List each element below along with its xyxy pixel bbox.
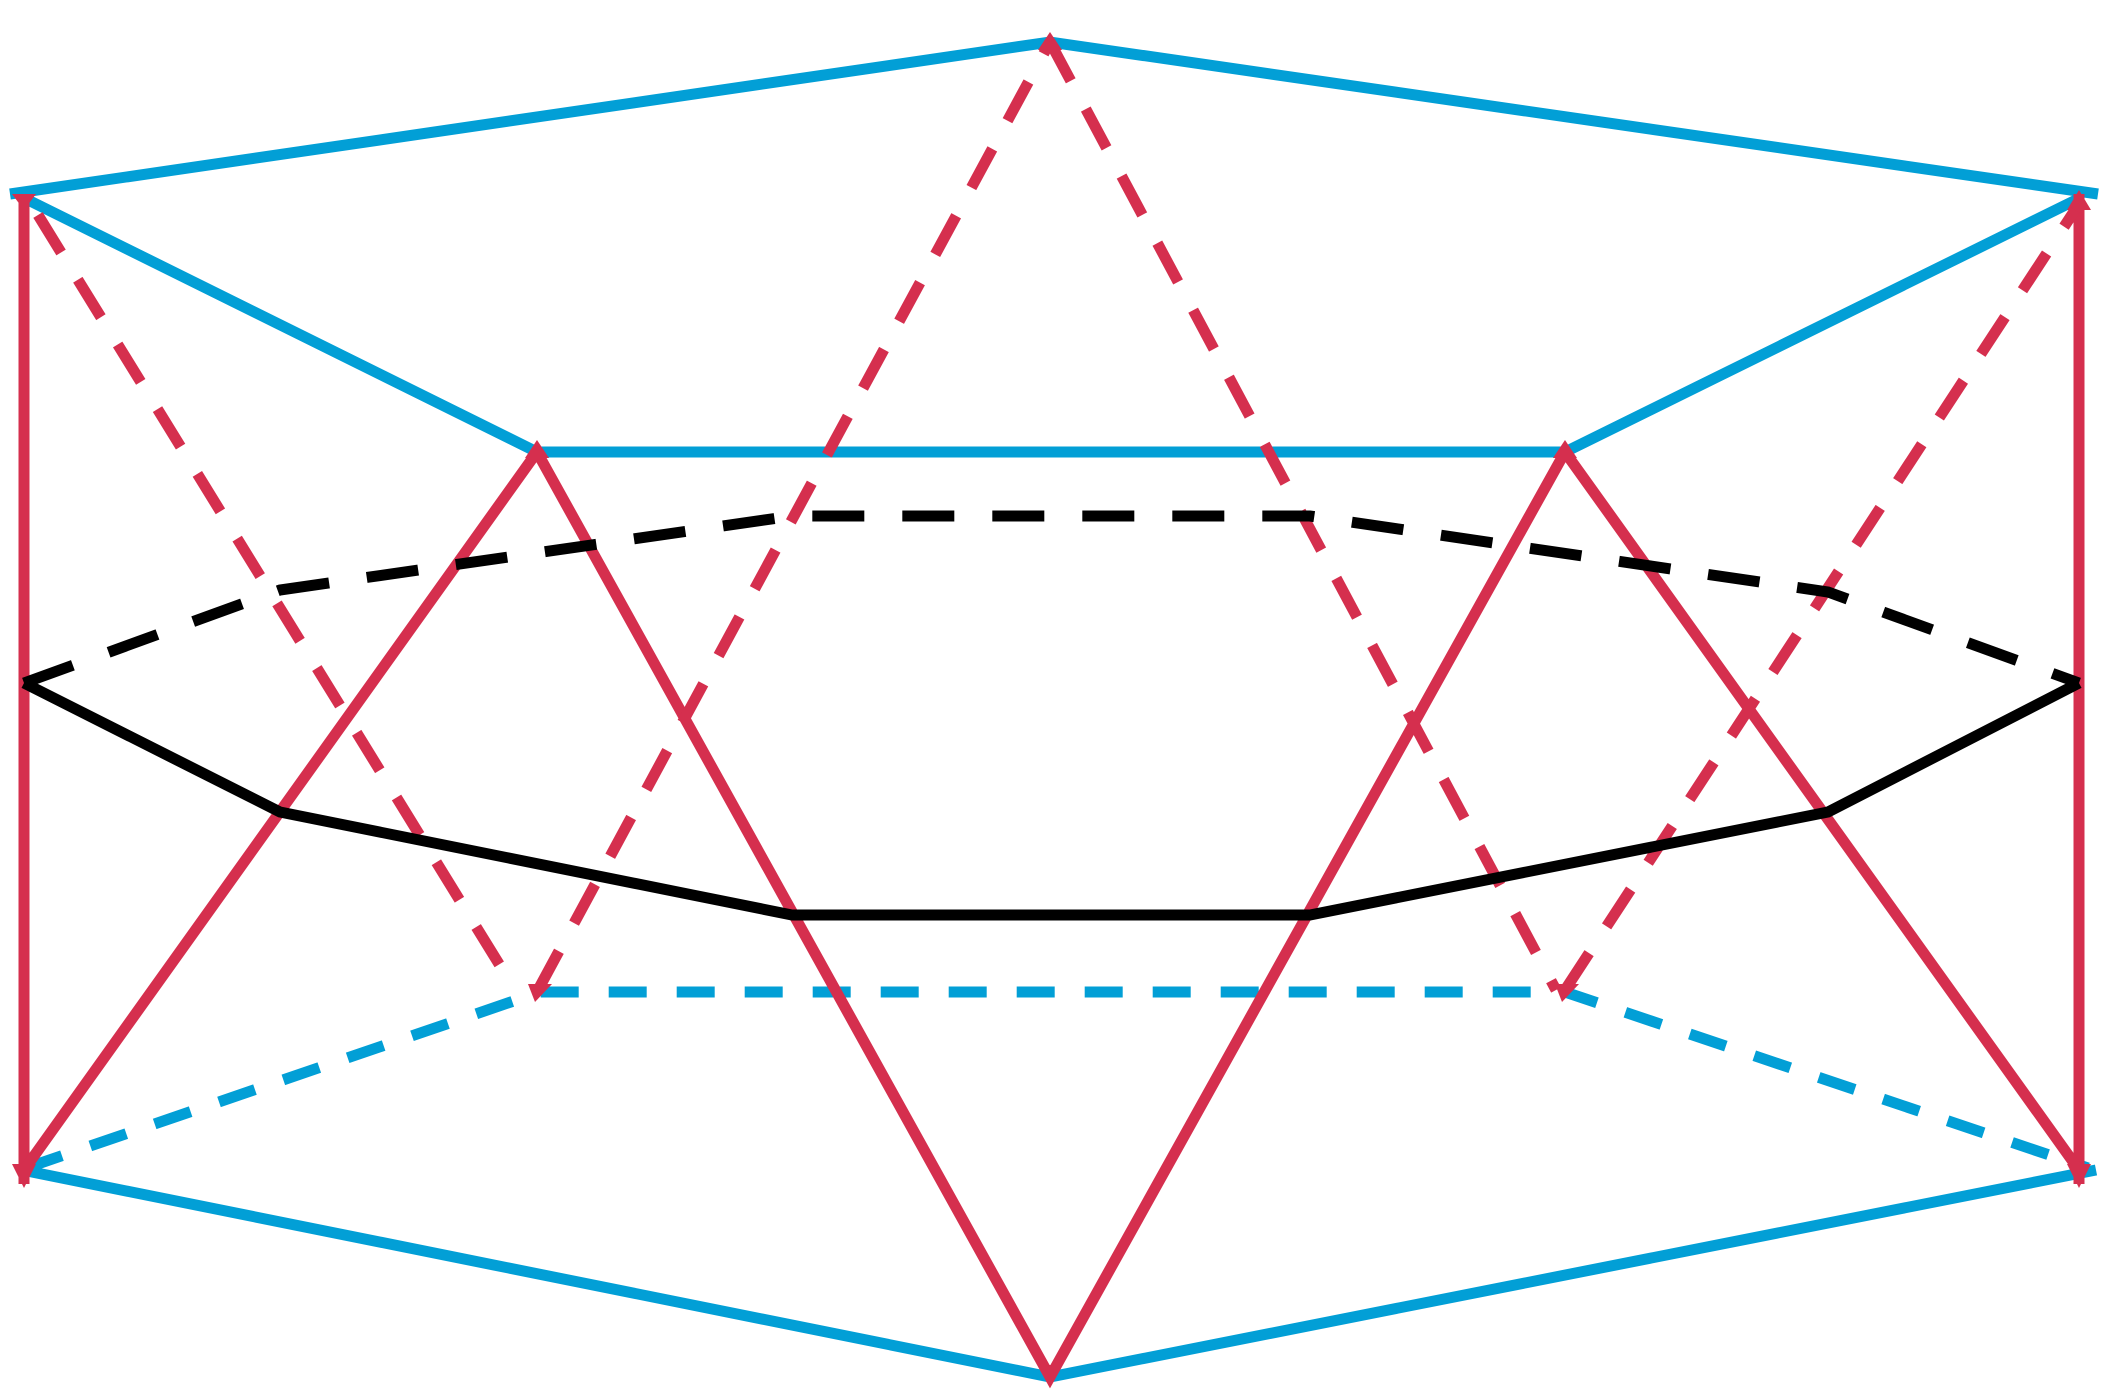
hidden-edge-topleft-to-lowerleft <box>33 212 520 993</box>
vertex-marker-bottom-left <box>12 1164 36 1188</box>
vertex-marker-bottom-center <box>1038 1365 1062 1383</box>
vertex-marker-top-left <box>12 194 36 210</box>
midsection-hidden <box>22 510 2081 689</box>
bottom-cap-hidden <box>24 986 2090 1174</box>
midsection-back-edge <box>22 510 2081 689</box>
midsection-front-edge <box>21 678 2082 921</box>
top-cap <box>9 36 2099 458</box>
midsection-visible <box>21 678 2082 921</box>
top-cap-back-edge <box>9 36 2099 200</box>
hidden-edge-lowerleft-to-topcenter <box>533 39 1055 993</box>
bottom-cap-front-edge <box>20 1164 2098 1383</box>
bottom-cap <box>20 1164 2098 1383</box>
vertex-marker-mid-left <box>525 440 549 458</box>
top-cap-front-edge <box>19 192 2085 458</box>
vertex-marker-lower-left <box>528 984 552 1002</box>
vertex-marker-bottom-right <box>2067 1164 2091 1188</box>
vertex-marker-mid-right <box>1553 440 1577 458</box>
vertex-marker-top-right <box>2067 190 2091 210</box>
vertex-marker-lower-right <box>1555 984 1579 1002</box>
lateral-hidden <box>33 39 2080 994</box>
vertex-markers <box>12 32 2091 1383</box>
lateral-visible <box>18 194 2085 1389</box>
hidden-edge-lowerright-to-topright <box>1560 206 2080 994</box>
bottom-cap-back-edge <box>24 986 2090 1174</box>
